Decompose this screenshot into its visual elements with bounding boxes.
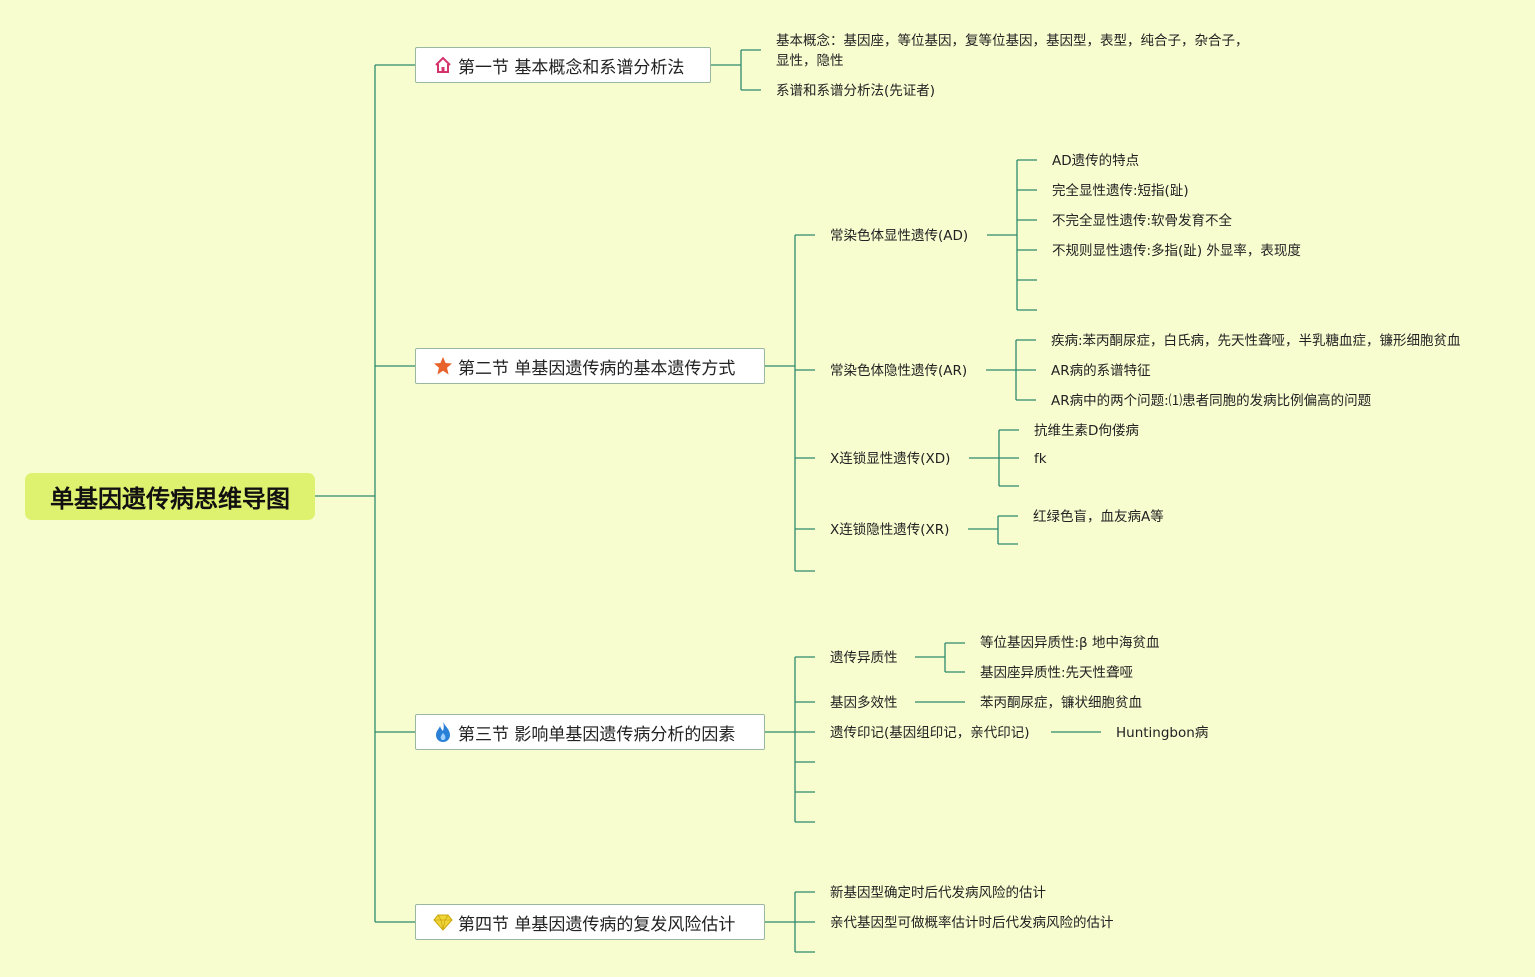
section-1-node[interactable]: 第一节 基本概念和系谱分析法 xyxy=(415,47,711,83)
s1-pedigree[interactable]: 系谱和系谱分析法(先证者) xyxy=(776,83,936,99)
s2-xd-node[interactable]: X连锁显性遗传(XD) xyxy=(830,451,951,467)
s2-xd-child[interactable]: 抗维生素D佝偻病 xyxy=(1034,423,1139,439)
s2-xd-child[interactable]: fk xyxy=(1034,451,1047,467)
s2-ad-child[interactable]: 完全显性遗传:短指(趾) xyxy=(1052,183,1189,199)
s2-xr-node[interactable]: X连锁隐性遗传(XR) xyxy=(830,522,950,538)
section-1-title: 第一节 基本概念和系谱分析法 xyxy=(458,57,685,78)
s4-item[interactable]: 亲代基因型可做概率估计时后代发病风险的估计 xyxy=(830,915,1114,931)
s2-ar-child[interactable]: AR病中的两个问题:⑴患者同胞的发病比例偏高的问题 xyxy=(1051,393,1372,409)
star-icon xyxy=(432,355,454,377)
section-2-title: 第二节 单基因遗传病的基本遗传方式 xyxy=(458,358,736,379)
section-4-node[interactable]: 第四节 单基因遗传病的复发风险估计 xyxy=(415,904,765,940)
s1-concepts-line1[interactable]: 基本概念：基因座，等位基因，复等位基因，基因型，表型，纯合子，杂合子， xyxy=(776,33,1249,49)
s1-concepts-line2[interactable]: 显性，隐性 xyxy=(776,53,844,69)
s2-ar-child[interactable]: AR病的系谱特征 xyxy=(1051,363,1151,379)
root-node[interactable]: 单基因遗传病思维导图 xyxy=(25,473,315,520)
section-3-node[interactable]: 第三节 影响单基因遗传病分析的因素 xyxy=(415,714,765,750)
s2-ar-node[interactable]: 常染色体隐性遗传(AR) xyxy=(830,363,968,379)
s2-ad-child[interactable]: 不完全显性遗传:软骨发育不全 xyxy=(1052,213,1233,229)
diamond-icon xyxy=(432,911,454,933)
s2-ad-child[interactable]: AD遗传的特点 xyxy=(1052,153,1140,169)
section-3-title: 第三节 影响单基因遗传病分析的因素 xyxy=(458,724,736,745)
s3-imprinting-child[interactable]: Huntingbon病 xyxy=(1116,725,1209,741)
house-icon xyxy=(432,54,454,76)
s3-heterogeneity-child[interactable]: 基因座异质性:先天性聋哑 xyxy=(980,665,1134,681)
s2-ar-child[interactable]: 疾病:苯丙酮尿症，白氏病，先天性聋哑，半乳糖血症，镰形细胞贫血 xyxy=(1051,333,1461,349)
s3-pleiotropy-child[interactable]: 苯丙酮尿症，镰状细胞贫血 xyxy=(980,695,1142,711)
section-4-title: 第四节 单基因遗传病的复发风险估计 xyxy=(458,914,736,935)
s4-item[interactable]: 新基因型确定时后代发病风险的估计 xyxy=(830,885,1046,901)
flame-icon xyxy=(432,721,454,743)
s2-xr-child[interactable]: 红绿色盲，血友病A等 xyxy=(1033,509,1164,525)
s3-imprinting-node[interactable]: 遗传印记(基因组印记，亲代印记) xyxy=(830,725,1030,741)
section-2-node[interactable]: 第二节 单基因遗传病的基本遗传方式 xyxy=(415,348,765,384)
s2-ad-child[interactable]: 不规则显性遗传:多指(趾) 外显率，表现度 xyxy=(1052,243,1301,259)
s3-heterogeneity-child[interactable]: 等位基因异质性:β 地中海贫血 xyxy=(980,635,1160,651)
s3-heterogeneity-node[interactable]: 遗传异质性 xyxy=(830,650,898,666)
root-title: 单基因遗传病思维导图 xyxy=(50,485,290,513)
s2-ad-node[interactable]: 常染色体显性遗传(AD) xyxy=(830,228,969,244)
s3-pleiotropy-node[interactable]: 基因多效性 xyxy=(830,695,898,711)
